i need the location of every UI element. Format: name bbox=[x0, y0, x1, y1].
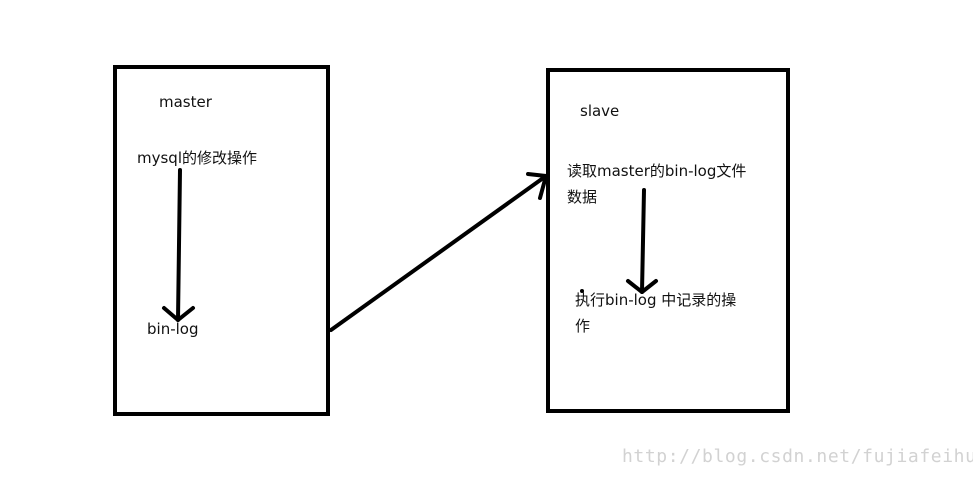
master-down-arrow bbox=[162, 168, 195, 322]
master-box bbox=[113, 65, 330, 416]
slave-down-arrow bbox=[626, 188, 658, 294]
slave-exec-label: 执行bin-log 中记录的操作 bbox=[575, 291, 737, 335]
slave-read-label: 读取master的bin-log文件数据 bbox=[567, 162, 747, 206]
watermark-url: http://blog.csdn.net/fujiafeihudui bbox=[622, 446, 973, 467]
master-log-label: bin-log bbox=[147, 320, 199, 338]
ink-dot bbox=[580, 289, 584, 293]
slave-title: slave bbox=[580, 102, 620, 120]
master-title: master bbox=[159, 93, 212, 111]
master-source-label: mysql的修改操作 bbox=[137, 149, 257, 167]
slave-box bbox=[546, 68, 790, 413]
replication-arrow bbox=[329, 172, 548, 332]
